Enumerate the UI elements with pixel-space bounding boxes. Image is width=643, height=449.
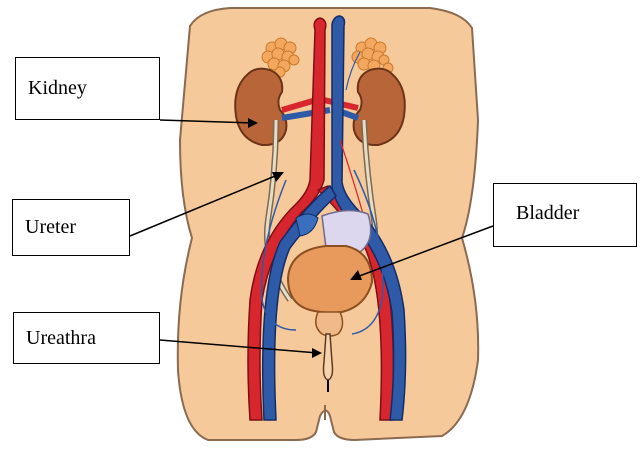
prostate: [316, 312, 343, 336]
ureter-label: Ureter: [12, 199, 130, 256]
right-kidney: [354, 69, 405, 145]
kidney-label: Kidney: [15, 57, 160, 120]
bladder-label: Bladder: [493, 183, 637, 247]
urethra: [324, 334, 333, 380]
ureathra-label: Ureathra: [13, 312, 160, 364]
